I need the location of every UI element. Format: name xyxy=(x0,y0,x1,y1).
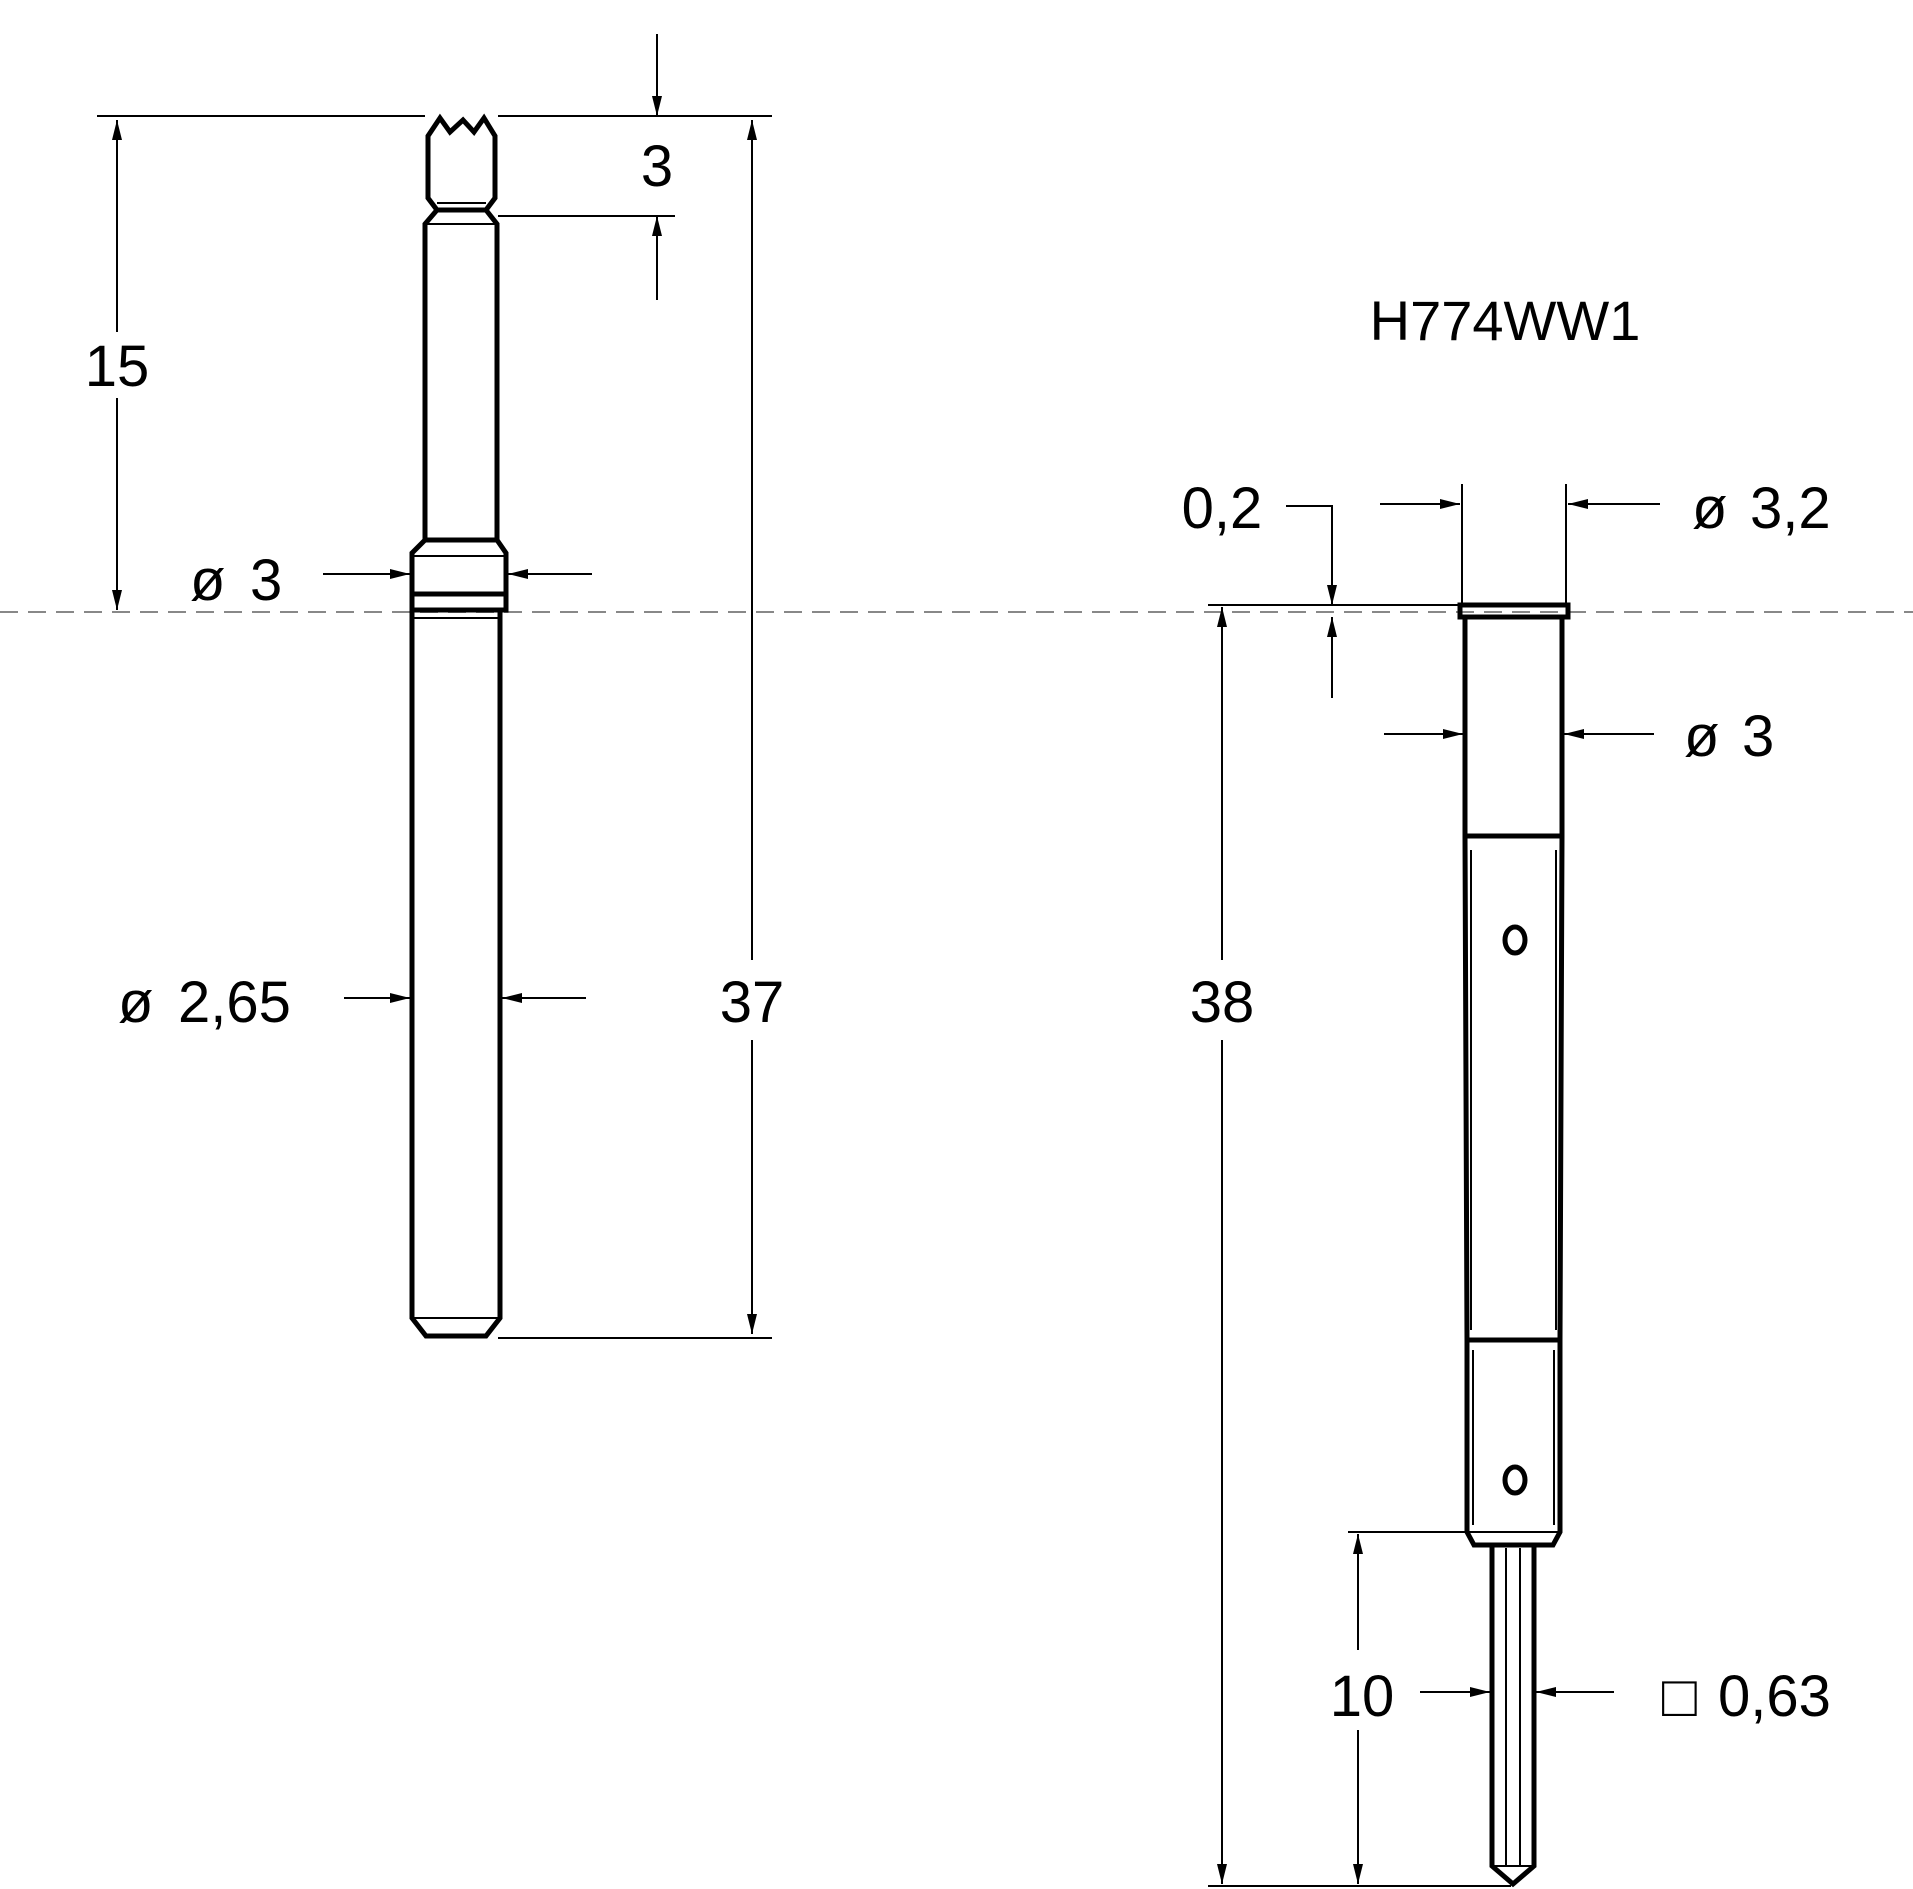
left-dimensions xyxy=(97,34,772,1339)
diameter-symbol-plunger: ø xyxy=(118,970,153,1035)
right-receptacle-drawing xyxy=(1457,602,1571,1888)
right-dimensions xyxy=(1208,484,1660,1887)
dim-tip-height: 3 xyxy=(641,134,673,199)
dim-barrel-diameter: 3 xyxy=(1742,704,1774,769)
dim-total-length-left: 37 xyxy=(720,970,785,1035)
dim-collar-diameter: 3,2 xyxy=(1750,476,1831,541)
dim-head-diameter: 3 xyxy=(250,548,282,613)
square-symbol-tail: □ xyxy=(1662,1664,1697,1729)
dim-total-length-right: 38 xyxy=(1190,970,1255,1035)
dim-head-length: 15 xyxy=(85,334,150,399)
dim-collar-thickness: 0,2 xyxy=(1182,476,1263,541)
dim-tail-length: 10 xyxy=(1330,1664,1395,1729)
diameter-symbol-head: ø xyxy=(190,548,225,613)
diameter-symbol-barrel: ø xyxy=(1684,704,1719,769)
left-plunger-drawing xyxy=(409,113,509,1339)
part-number-label: H774WW1 xyxy=(1370,289,1641,352)
dim-tail-square: 0,63 xyxy=(1718,1664,1831,1729)
diameter-symbol-collar: ø xyxy=(1692,476,1727,541)
dim-plunger-diameter: 2,65 xyxy=(178,970,291,1035)
